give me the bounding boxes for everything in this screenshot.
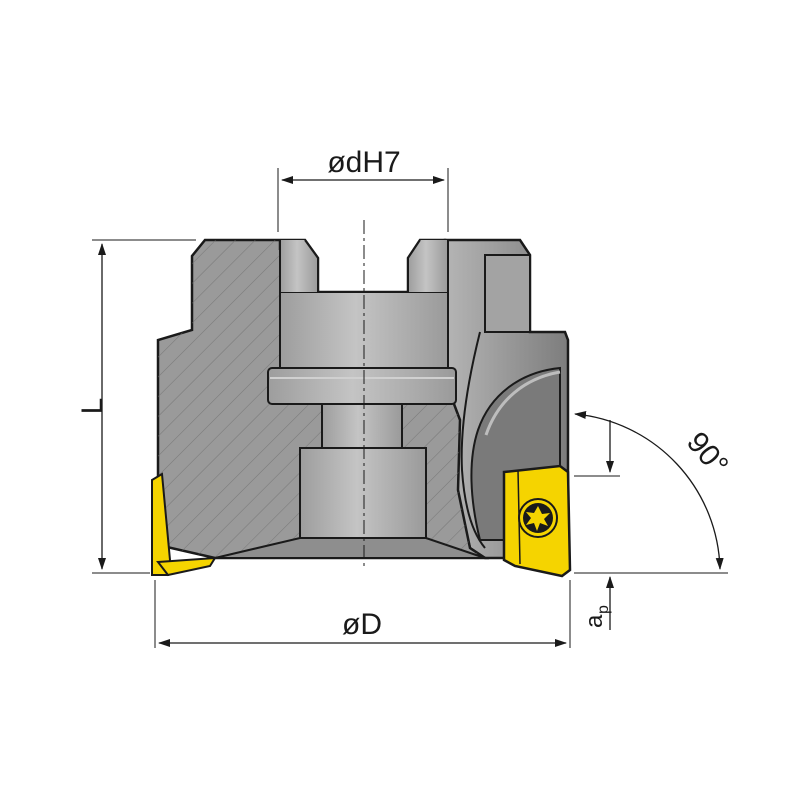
label-depth-of-cut-sub: p bbox=[595, 605, 612, 614]
dim-angle-arc bbox=[574, 411, 724, 570]
label-depth-of-cut: a bbox=[581, 614, 608, 628]
label-length: L bbox=[76, 398, 109, 415]
torx-screw-icon bbox=[518, 498, 558, 538]
dimension-lines bbox=[98, 176, 724, 647]
label-bore-diameter: ødH7 bbox=[327, 146, 400, 179]
center-bore bbox=[214, 239, 486, 559]
insert-left bbox=[151, 472, 217, 577]
label-angle: 90° bbox=[680, 426, 734, 482]
label-outer-diameter: øD bbox=[342, 608, 382, 641]
